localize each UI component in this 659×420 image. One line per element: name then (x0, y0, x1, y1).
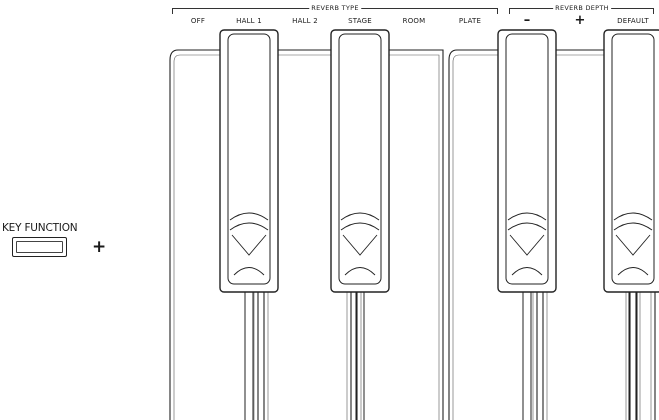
key-label-room: ROOM (402, 17, 426, 25)
key-label-hall-2: HALL 2 (292, 17, 318, 25)
black-key-default (603, 29, 659, 420)
reverb-depth-plus-label: + (574, 13, 586, 28)
combine-plus-symbol: + (92, 237, 107, 257)
black-key-stage (330, 29, 390, 420)
key-label-off: OFF (190, 17, 206, 25)
reverb-depth-group-label: REVERB DEPTH (553, 4, 611, 12)
key-label-default: DEFAULT (617, 17, 649, 25)
key-function-label: KEY FUNCTION (2, 222, 78, 234)
key-label-stage: STAGE (348, 17, 372, 25)
key-label-hall-1: HALL 1 (236, 17, 262, 25)
key-function-button[interactable] (12, 237, 67, 257)
key-label-plate: PLATE (458, 17, 482, 25)
reverb-type-group-label: REVERB TYPE (309, 4, 361, 12)
black-key-minus (497, 29, 557, 420)
black-key-hall-1 (219, 29, 279, 420)
reverb-depth-minus-label: – (523, 13, 531, 28)
